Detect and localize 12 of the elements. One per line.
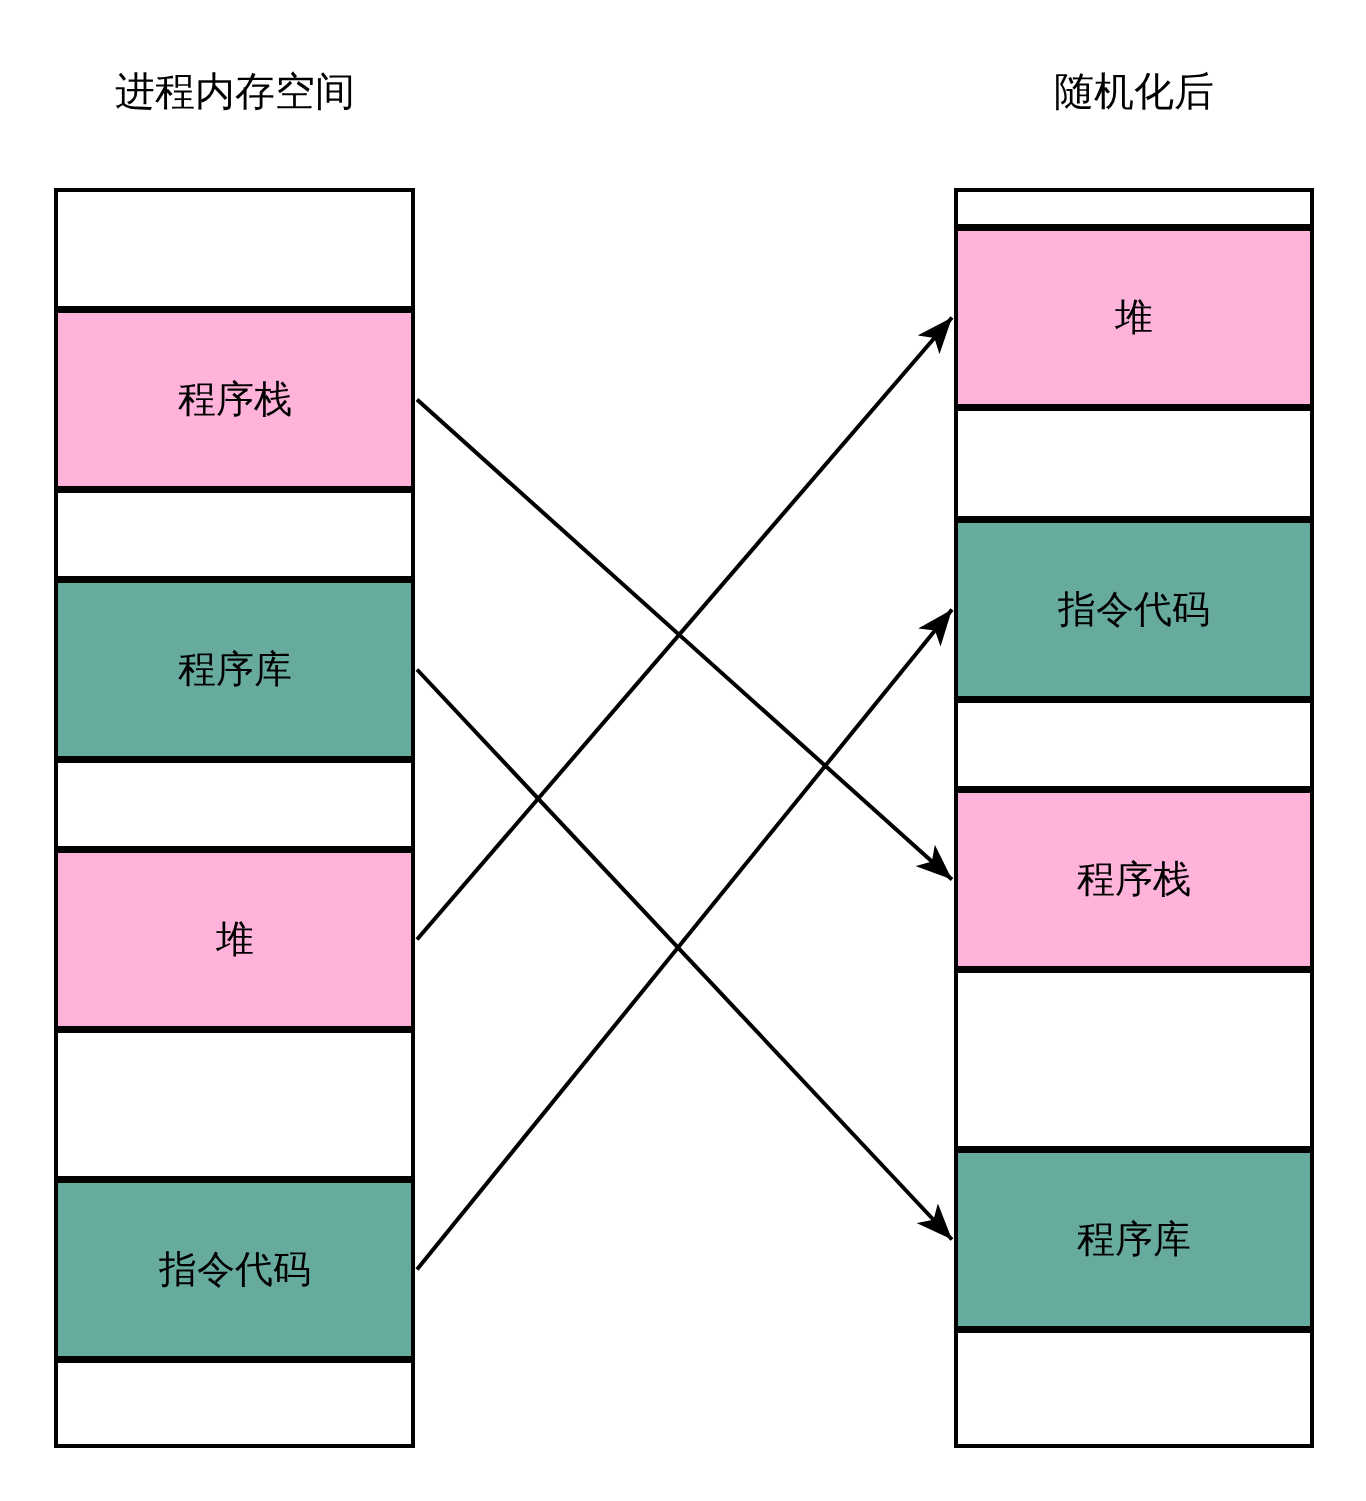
segment-label: 程序库 — [1077, 1216, 1191, 1263]
column-title: 进程内存空间 — [113, 67, 356, 116]
segment-label: 指令代码 — [1058, 586, 1210, 633]
arrow — [415, 398, 954, 881]
segment-label: 程序栈 — [1077, 856, 1191, 903]
column-title: 随机化后 — [1053, 67, 1215, 116]
arrow — [415, 316, 954, 941]
segment-label: 程序栈 — [177, 376, 292, 423]
segment-label: 程序库 — [177, 646, 292, 693]
segment-label: 指令代码 — [158, 1246, 311, 1293]
segment-label: 堆 — [215, 916, 254, 963]
segment-label: 堆 — [1115, 294, 1153, 341]
